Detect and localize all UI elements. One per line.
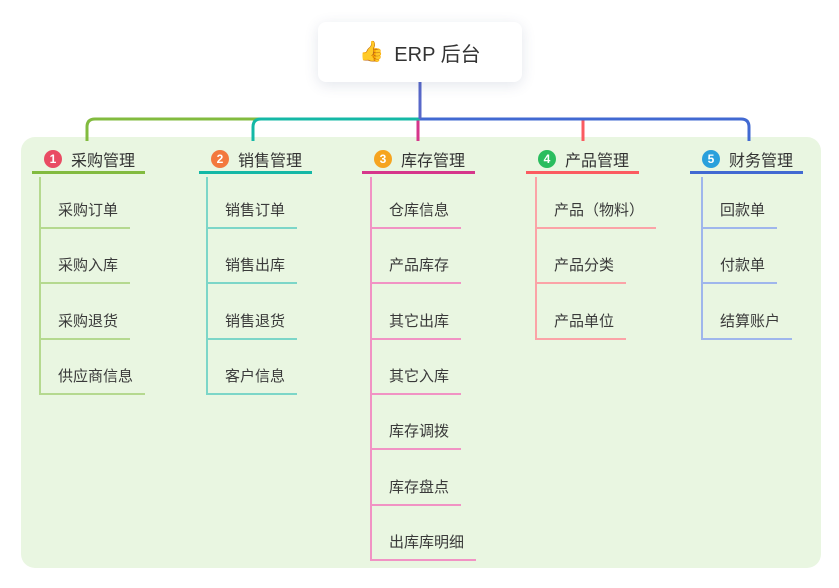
branch-number-badge: 4 [538, 149, 556, 168]
child-node[interactable]: 销售退货 [206, 310, 298, 340]
child-node[interactable]: 其它入库 [370, 365, 462, 395]
child-node[interactable]: 产品分类 [535, 254, 627, 285]
root-node[interactable]: 👍 ERP 后台 [318, 22, 522, 82]
branch-spine [535, 177, 537, 340]
branches-panel [21, 137, 821, 568]
branch-label: 产品管理 [565, 152, 630, 170]
branch-node-1[interactable]: 1 采购管理 [32, 146, 146, 174]
branch-number-badge: 1 [44, 149, 62, 168]
root-node-label: ERP 后台 [394, 43, 481, 66]
branch-node-5[interactable]: 5 财务管理 [690, 146, 804, 174]
branch-label: 销售管理 [238, 152, 303, 170]
branch-number-badge: 3 [374, 149, 392, 168]
child-node[interactable]: 采购入库 [39, 254, 131, 285]
branch-spine [701, 177, 703, 340]
branch-spine [39, 177, 41, 395]
branch-number-badge: 5 [702, 149, 720, 168]
child-node[interactable]: 采购退货 [39, 310, 131, 340]
branch-label: 库存管理 [401, 152, 466, 170]
child-node[interactable]: 其它出库 [370, 310, 462, 340]
child-node[interactable]: 产品库存 [370, 254, 462, 285]
child-node[interactable]: 产品（物料） [535, 199, 657, 229]
branch-spine [370, 177, 372, 561]
child-node[interactable]: 销售出库 [206, 254, 298, 285]
branch-spine [206, 177, 208, 395]
branch-label: 财务管理 [729, 152, 794, 170]
branch-node-2[interactable]: 2 销售管理 [199, 146, 313, 174]
child-node[interactable]: 回款单 [701, 199, 778, 229]
child-node[interactable]: 库存调拨 [370, 420, 462, 451]
branch-label: 采购管理 [71, 152, 136, 170]
child-node[interactable]: 仓库信息 [370, 199, 462, 229]
branch-number-badge: 2 [211, 149, 229, 168]
child-node[interactable]: 销售订单 [206, 199, 298, 229]
thumbs-up-icon: 👍 [359, 41, 385, 63]
child-node[interactable]: 出库库明细 [370, 531, 477, 561]
child-node[interactable]: 采购订单 [39, 199, 131, 229]
branch-node-3[interactable]: 3 库存管理 [362, 146, 476, 174]
child-node[interactable]: 客户信息 [206, 365, 298, 395]
branch-node-4[interactable]: 4 产品管理 [526, 146, 640, 174]
child-node[interactable]: 库存盘点 [370, 476, 462, 506]
child-node[interactable]: 付款单 [701, 254, 778, 285]
child-node[interactable]: 结算账户 [701, 310, 793, 340]
child-node[interactable]: 产品单位 [535, 310, 627, 340]
child-node[interactable]: 供应商信息 [39, 365, 146, 395]
